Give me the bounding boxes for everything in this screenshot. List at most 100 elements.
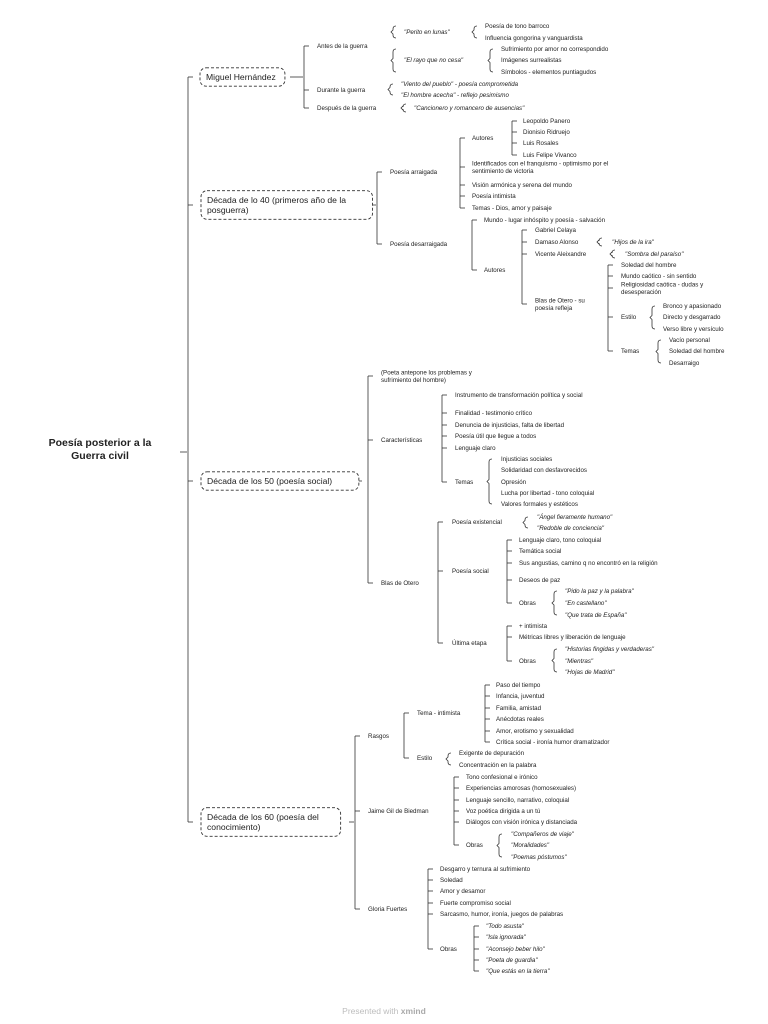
topic-d40-e3: Verso libre y versículo xyxy=(663,326,724,333)
topic-d60-e2: Concentración en la palabra xyxy=(459,762,537,769)
topic-d50-ps3: Sus angustias, camino q no encontró en l… xyxy=(519,560,658,567)
topic-d40-c4: Temas - Dios, amor y paisaje xyxy=(472,205,552,212)
topic-mh-perito: "Perito en lunas" xyxy=(404,29,450,36)
topic-d60-jgb: Jaime Gil de Biedman xyxy=(368,808,429,815)
topic-d40-a4: Luis Felipe Vivanco xyxy=(523,152,577,159)
topic-mh-rayo: "El rayo que no cesa" xyxy=(404,57,464,64)
topic-d60-g2: Soledad xyxy=(440,877,463,884)
topic-mh-durante: Durante la guerra xyxy=(317,87,366,94)
topic-d40-des: Poesía desarraigada xyxy=(390,241,448,248)
topic-d60-jo3: "Poemas póstumos" xyxy=(511,854,567,861)
topic-d60-t4: Anécdotas reales xyxy=(496,716,544,723)
topic-d50-t3: Opresión xyxy=(501,479,527,486)
topic-d40-e1: Bronco y apasionado xyxy=(663,303,722,310)
topic-d50-c1: Instrumento de transformación política y… xyxy=(455,392,583,399)
topic-d60-tema: Tema - intimista xyxy=(417,710,461,717)
topic-box-d60 xyxy=(200,807,342,837)
topic-d60-jo2: "Moralidades" xyxy=(511,842,550,849)
footer-prefix: Presented with xyxy=(342,1006,399,1016)
topic-labels: Miguel Hernández Antes de la guerra "Perit… xyxy=(49,23,725,975)
topic-d40-t2: Soledad del hombre xyxy=(669,348,725,355)
topic-mh-ds1: "Cancionero y romancero de ausencias" xyxy=(414,105,525,112)
topic-d60-t3: Familia, amistad xyxy=(496,705,542,712)
topic-d50-obras: Obras xyxy=(519,600,536,607)
topic-d60-j2: Experiencias amorosas (homosexuales) xyxy=(466,785,576,792)
topic-mh-d1: "Viento del pueblo" - poesía comprometid… xyxy=(401,81,519,88)
topic-mh-p1: Poesía de tono barroco xyxy=(485,23,550,30)
connector-lines xyxy=(180,25,662,972)
topic-d60-jo1: "Compañeros de viaje" xyxy=(511,831,575,838)
topic-d60-gf: Gloria Fuertes xyxy=(368,906,407,913)
topic-d60-ras: Rasgos xyxy=(368,733,389,740)
topic-d40-da: Damaso Alonso xyxy=(535,239,579,246)
topic-d50-c4: Poesía útil que llegue a todos xyxy=(455,433,536,440)
topic-d50-ue2: Métricas libres y liberación de lenguaje xyxy=(519,634,626,641)
topic-d40-a3: Luis Rosales xyxy=(523,140,558,147)
topic-d50-o3: "Que trata de España" xyxy=(565,612,627,619)
topic-d50: Década de los 50 (poesía social) xyxy=(207,476,332,486)
topic-d60-t5: Amor, erotismo y sexualidad xyxy=(496,728,574,735)
topic-d50-t2: Solidaridad con desfavorecidos xyxy=(501,467,587,474)
topic-d40-hijos: "Hijos de la ira" xyxy=(612,239,655,246)
topic-d50-ps4: Deseos de paz xyxy=(519,577,560,584)
topic-d40-aut: Autores xyxy=(472,135,493,142)
topic-d60-j4: Voz poética dirigida a un tú xyxy=(466,808,541,815)
topic-d40-b2: Mundo caótico - sin sentido xyxy=(621,273,697,280)
topic-d60-g5: Sarcasmo, humor, ironía, juegos de palab… xyxy=(440,911,563,918)
topic-d60-go2: "Isla ignorada" xyxy=(486,934,527,941)
topic-box-d40 xyxy=(200,190,373,220)
topic-d60-estilo: Estilo xyxy=(417,755,433,762)
topic-mh-antes: Antes de la guerra xyxy=(317,43,368,50)
topic-d60-j5: Diálogos con visión irónica y distanciad… xyxy=(466,819,578,826)
topic-d50-t1: Injusticias sociales xyxy=(501,456,552,463)
topic-mh-d2: "El hombre acecha" - reflejo pesimismo xyxy=(401,92,509,99)
topic-d50-pe1: "Ángel fieramente humano" xyxy=(537,514,613,521)
topic-d60-j1: Tono confesional e irónico xyxy=(466,774,538,781)
topic-d50-car: Características xyxy=(381,437,422,444)
topic-d40-a2: Dionisio Ridruejo xyxy=(523,129,570,136)
topic-d40-va: Vicente Aleixandre xyxy=(535,251,587,258)
topic-d60-t2: Infancia, juventud xyxy=(496,693,545,700)
topic-boxes xyxy=(199,67,373,837)
topic-d60-jobras: Obras xyxy=(466,842,483,849)
topic-d60-e1: Exigente de depuración xyxy=(459,750,525,757)
topic-d40-t1: Vacío personal xyxy=(669,337,710,344)
topic-d50-ps: Poesía social xyxy=(452,568,489,575)
topic-mh: Miguel Hernández xyxy=(206,72,276,82)
topic-d60-t6: Crítica social - ironía humor dramatizad… xyxy=(496,739,609,746)
topic-d50-uo2: "Mientras" xyxy=(565,658,594,665)
topic-d50-ue: Última etapa xyxy=(452,640,487,647)
topic-d50-pe2: "Redoble de conciencia" xyxy=(537,525,605,532)
topic-mh-r1: Sufrimiento por amor no correspondido xyxy=(501,46,609,53)
topic-d50-ue1: + intimista xyxy=(519,623,548,630)
topic-d50-blas: Blas de Otero xyxy=(381,580,419,587)
topic-d50-ps1: Lenguaje claro, tono coloquial xyxy=(519,537,601,544)
topic-d50-o1: "Pido la paz y la palabra" xyxy=(565,588,635,595)
topic-d50-uo1: "Historias fingidas y verdaderas" xyxy=(565,646,655,653)
topic-d60-g1: Desgarro y ternura al sufrimiento xyxy=(440,866,531,873)
topic-d40-estilo: Estilo xyxy=(621,314,637,321)
topic-d40-sombra: "Sombra del paraíso" xyxy=(625,251,684,258)
topic-mh-despues: Después de la guerra xyxy=(317,105,377,112)
topic-d40-e2: Directo y desgarrado xyxy=(663,314,721,321)
topic-d40-a1: Leopoldo Panero xyxy=(523,118,571,125)
topic-d60-go1: "Todo asusta" xyxy=(486,923,525,930)
topic-d50-ps2: Temática social xyxy=(519,548,561,555)
topic-d50-uo3: "Hojas de Madrid" xyxy=(565,669,615,676)
topic-mh-r3: Símbolos - elementos puntiagudos xyxy=(501,69,596,76)
topic-d40-arr: Poesía arraigada xyxy=(390,169,438,176)
topic-d40-b1: Soledad del hombre xyxy=(621,262,677,269)
topic-d40-mundo: Mundo - lugar inhóspito y poesía - salva… xyxy=(484,217,606,224)
topic-d40-gc: Gabriel Celaya xyxy=(535,227,576,234)
topic-mh-r2: Imágenes surrealistas xyxy=(501,57,562,64)
topic-d40-c2: Visión armónica y serena del mundo xyxy=(472,182,573,189)
topic-d50-uobras: Obras xyxy=(519,658,536,665)
topic-d50-t5: Valores formales y estéticos xyxy=(501,501,578,508)
xmind-brand: xmind xyxy=(400,1006,426,1016)
